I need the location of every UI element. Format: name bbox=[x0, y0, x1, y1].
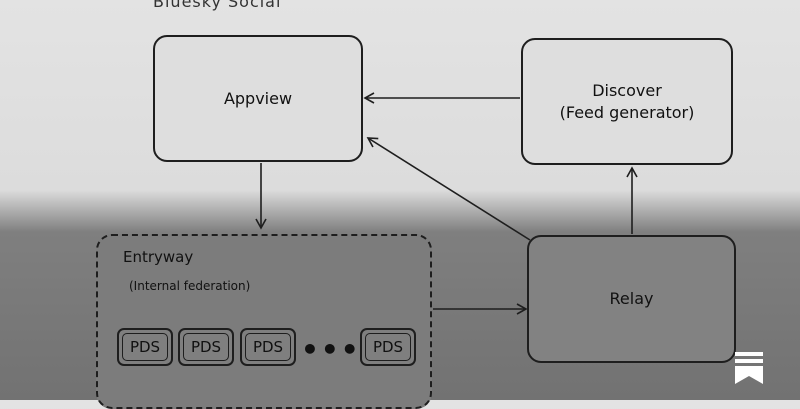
top-label: Bluesky Social bbox=[153, 0, 282, 11]
pds-box: PDS bbox=[178, 328, 234, 366]
ellipsis-dots: ••• bbox=[301, 333, 361, 366]
appview-label: Appview bbox=[223, 88, 293, 108]
bookmark-icon bbox=[735, 352, 763, 384]
relay-label: Relay bbox=[609, 289, 654, 308]
pds-box: PDS bbox=[240, 328, 296, 366]
discover-sublabel: (Feed generator) bbox=[559, 102, 695, 122]
entryway-group: Entryway (Internal federation) PDS PDS P… bbox=[96, 234, 432, 409]
pds-label: PDS bbox=[252, 338, 284, 356]
pds-label: PDS bbox=[129, 338, 161, 356]
discover-node: Discover (Feed generator) bbox=[521, 38, 733, 165]
pds-label: PDS bbox=[372, 338, 404, 356]
architecture-diagram: Bluesky Social Appview Discover (Feed ge… bbox=[96, 0, 763, 409]
edge-relay-to-appview bbox=[366, 137, 531, 241]
pds-label: PDS bbox=[190, 338, 222, 356]
entryway-title: Entryway bbox=[123, 248, 194, 266]
appview-node: Appview bbox=[153, 35, 363, 162]
pds-box: PDS bbox=[360, 328, 416, 366]
edge-layer bbox=[255, 92, 638, 315]
relay-node: Relay bbox=[527, 235, 736, 363]
pds-box: PDS bbox=[117, 328, 173, 366]
discover-label: Discover bbox=[592, 80, 662, 100]
entryway-subtitle: (Internal federation) bbox=[129, 279, 251, 293]
